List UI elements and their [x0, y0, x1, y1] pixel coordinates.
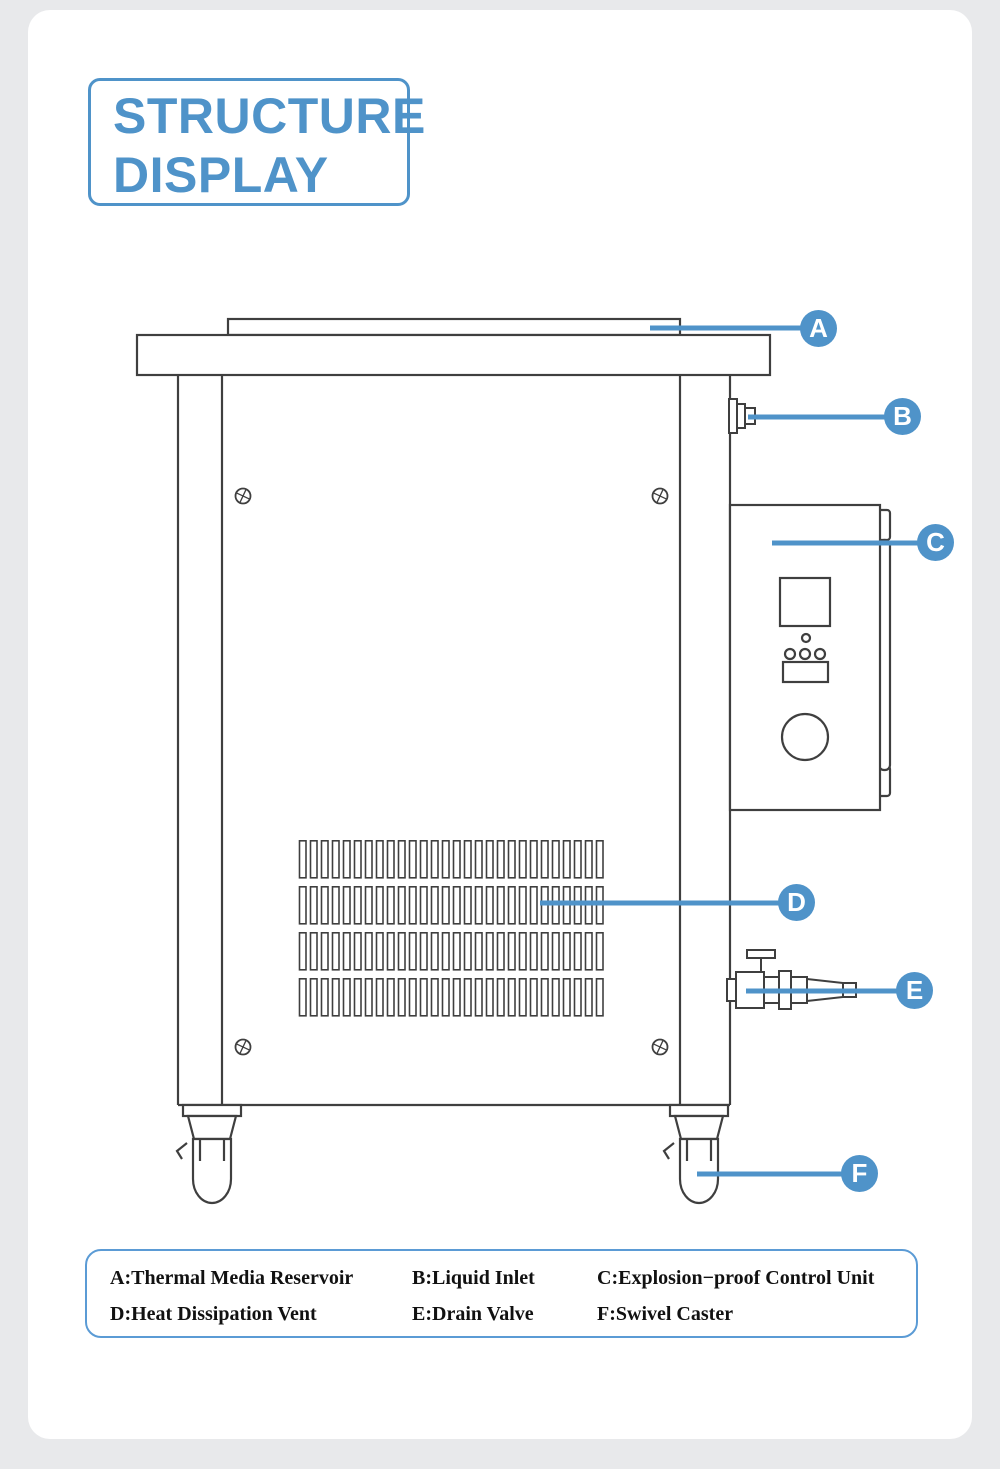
legend-item-b: B:Liquid Inlet	[412, 1267, 535, 1289]
callout-lines	[540, 325, 921, 1177]
page-title-line2: DISPLAY	[113, 147, 329, 203]
control-display	[778, 576, 832, 628]
callout-badge-f: F	[841, 1155, 878, 1192]
vent-grille	[298, 840, 606, 1024]
legend-item-d: D:Heat Dissipation Vent	[110, 1303, 317, 1325]
callout-badge-b: B	[884, 398, 921, 435]
drain-valve-assembly	[726, 949, 857, 1010]
callout-badge-c: C	[917, 524, 954, 561]
reservoir-top-plate	[135, 333, 772, 377]
control-unit	[728, 503, 892, 812]
legend-item-e: E:Drain Valve	[412, 1303, 534, 1325]
callout-badge-d: D	[778, 884, 815, 921]
caster-left	[175, 1103, 243, 1205]
legend-box: A:Thermal Media Reservoir B:Liquid Inlet…	[85, 1249, 918, 1338]
legend-item-a: A:Thermal Media Reservoir	[110, 1267, 354, 1289]
callout-badge-e: E	[896, 972, 933, 1009]
page-title-line1: STRUCTURE	[113, 88, 426, 144]
caster-right	[662, 1103, 730, 1205]
indicator-light	[800, 632, 812, 644]
valve-handle	[746, 949, 776, 959]
reservoir-lid	[226, 317, 682, 337]
title-box: STRUCTURE DISPLAY	[88, 78, 426, 206]
callout-badge-a: A	[800, 310, 837, 347]
legend-item-f: F:Swivel Caster	[597, 1303, 734, 1325]
legend-item-c: C:Explosion−proof Control Unit	[597, 1267, 875, 1289]
control-knob	[780, 712, 830, 762]
